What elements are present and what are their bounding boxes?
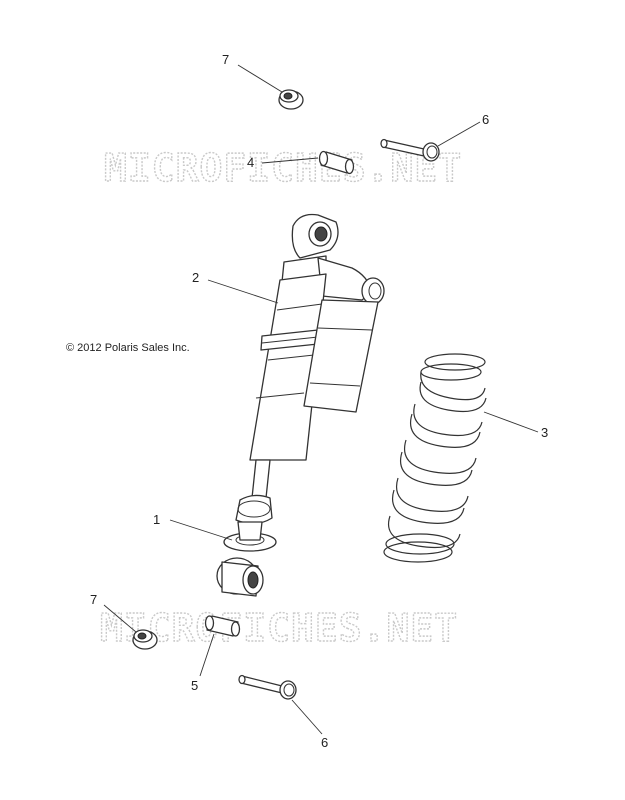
part-7-bottom-nut[interactable] — [132, 629, 158, 650]
leader-4 — [261, 157, 319, 164]
leader-5 — [199, 633, 215, 677]
callout-1: 1 — [153, 512, 160, 527]
part-6-top-bolt[interactable] — [380, 138, 440, 162]
leader-2 — [207, 279, 279, 304]
watermark-bottom: MICROFICHES.NET — [100, 606, 458, 650]
copyright-text: © 2012 Polaris Sales Inc. — [66, 342, 190, 354]
leader-7-top — [237, 64, 283, 93]
leader-6-top — [437, 121, 481, 147]
part-5-bushing[interactable] — [204, 615, 241, 637]
part-2-shock-body[interactable] — [235, 213, 385, 525]
leader-1 — [169, 519, 233, 541]
callout-3: 3 — [541, 425, 548, 440]
part-7-top-nut[interactable] — [278, 89, 304, 110]
part-6-bottom-bolt[interactable] — [238, 674, 297, 700]
watermark-top: MICROFICHES.NET — [104, 146, 462, 190]
callout-5: 5 — [191, 678, 198, 693]
callout-6-top: 6 — [482, 112, 489, 127]
leader-3 — [483, 411, 539, 433]
leader-7-bottom — [103, 604, 137, 633]
leader-6-bottom — [291, 699, 323, 735]
callout-2: 2 — [192, 270, 199, 285]
part-1-spring-retainer[interactable] — [216, 521, 277, 597]
callout-7-top: 7 — [222, 52, 229, 67]
callout-7-bottom: 7 — [90, 592, 97, 607]
part-4-bushing[interactable] — [318, 150, 355, 175]
callout-6-bottom: 6 — [321, 735, 328, 750]
part-3-coil-spring[interactable] — [383, 353, 487, 563]
callout-4: 4 — [247, 155, 254, 170]
